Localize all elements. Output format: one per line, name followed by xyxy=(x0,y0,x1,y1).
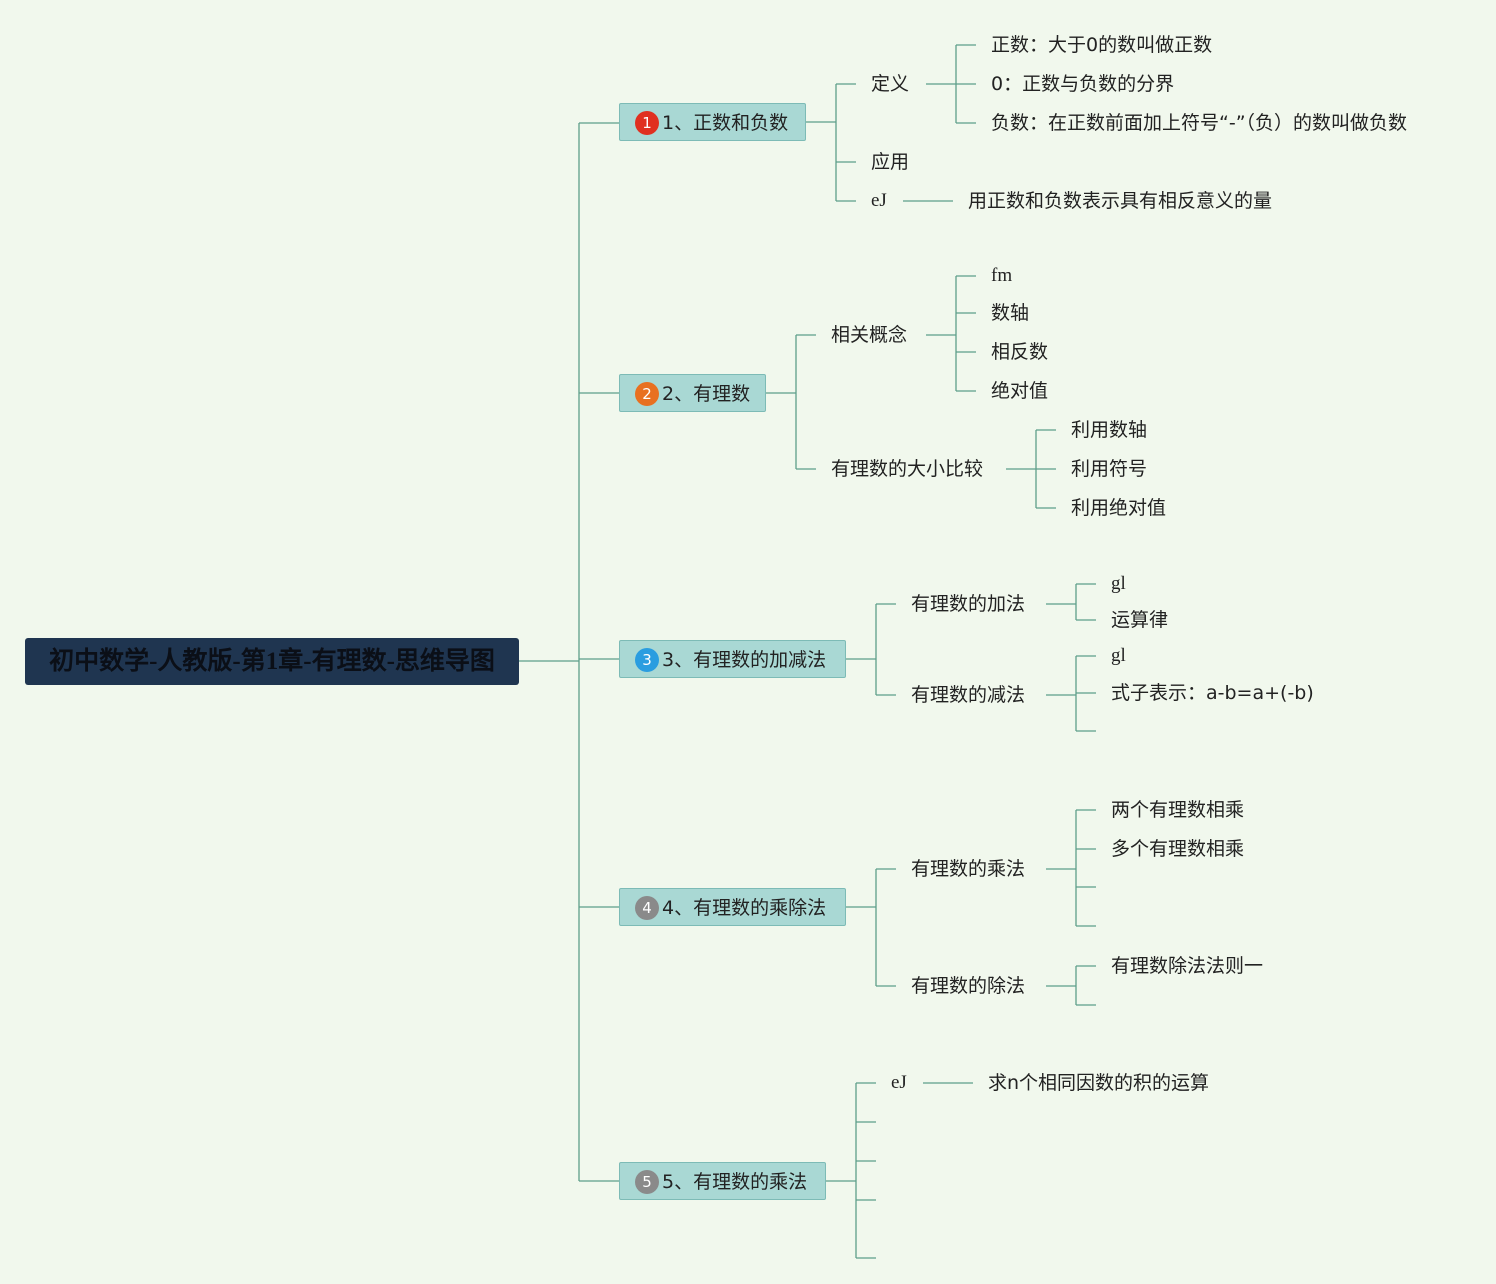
topic-application[interactable]: 应用 xyxy=(871,151,910,173)
topic-multiplication[interactable]: 有理数的乘法 xyxy=(911,858,1026,880)
branch-5-label: 5、有理数的乘法 xyxy=(662,1171,808,1193)
branch-3[interactable]: 3 3、有理数的加减法 xyxy=(619,640,846,678)
topic-use-number-line[interactable]: 利用数轴 xyxy=(1071,419,1148,441)
topic-fm[interactable]: fm xyxy=(991,265,1013,286)
topic-opposite-number[interactable]: 相反数 xyxy=(991,341,1049,363)
topic-two-numbers-multiply[interactable]: 两个有理数相乘 xyxy=(1111,799,1245,821)
topic-ej-5[interactable]: eJ xyxy=(891,1072,907,1093)
topic-positive-number[interactable]: 正数：大于0的数叫做正数 xyxy=(991,34,1213,56)
topic-power-definition[interactable]: 求n个相同因数的积的运算 xyxy=(988,1072,1210,1094)
branch-4-label: 4、有理数的乘除法 xyxy=(662,897,827,919)
branch-2[interactable]: 2 2、有理数 xyxy=(619,374,766,412)
branch-2-label: 2、有理数 xyxy=(662,383,751,405)
priority-1-icon: 1 xyxy=(635,111,659,135)
priority-5-icon: 5 xyxy=(635,1170,659,1194)
topic-many-numbers-multiply[interactable]: 多个有理数相乘 xyxy=(1111,838,1245,860)
topic-subtraction-gl[interactable]: gl xyxy=(1111,645,1126,666)
priority-2-icon: 2 xyxy=(635,382,659,406)
branch-4[interactable]: 4 4、有理数的乘除法 xyxy=(619,888,846,926)
topic-addition[interactable]: 有理数的加法 xyxy=(911,593,1026,615)
topic-ej-1[interactable]: eJ xyxy=(871,190,887,211)
topic-addition-gl[interactable]: gl xyxy=(1111,573,1126,594)
branch-1-label: 1、正数和负数 xyxy=(662,112,789,134)
topic-absolute-value[interactable]: 绝对值 xyxy=(991,380,1049,402)
branch-1[interactable]: 1 1、正数和负数 xyxy=(619,103,806,141)
topic-opposite-meaning[interactable]: 用正数和负数表示具有相反意义的量 xyxy=(968,190,1273,212)
topic-zero[interactable]: 0：正数与负数的分界 xyxy=(991,73,1175,95)
topic-related-concepts[interactable]: 相关概念 xyxy=(831,324,908,346)
root-topic[interactable]: 初中数学-人教版-第1章-有理数-思维导图 xyxy=(25,638,519,685)
topic-number-line[interactable]: 数轴 xyxy=(991,302,1030,324)
priority-3-icon: 3 xyxy=(635,648,659,672)
topic-formula[interactable]: 式子表示：a-b=a+(-b) xyxy=(1111,682,1314,704)
branch-5[interactable]: 5 5、有理数的乘法 xyxy=(619,1162,826,1200)
priority-4-icon: 4 xyxy=(635,896,659,920)
topic-subtraction[interactable]: 有理数的减法 xyxy=(911,684,1026,706)
topic-operation-laws[interactable]: 运算律 xyxy=(1111,609,1169,631)
topic-division-rule[interactable]: 有理数除法法则一 xyxy=(1111,955,1264,977)
topic-definition[interactable]: 定义 xyxy=(871,73,910,95)
topic-use-sign[interactable]: 利用符号 xyxy=(1071,458,1148,480)
topic-use-absolute-value[interactable]: 利用绝对值 xyxy=(1071,497,1167,519)
branch-3-label: 3、有理数的加减法 xyxy=(662,649,827,671)
topic-division[interactable]: 有理数的除法 xyxy=(911,975,1026,997)
topic-comparison[interactable]: 有理数的大小比较 xyxy=(831,458,984,480)
topic-negative-number[interactable]: 负数：在正数前面加上符号“-”（负）的数叫做负数 xyxy=(991,112,1408,134)
